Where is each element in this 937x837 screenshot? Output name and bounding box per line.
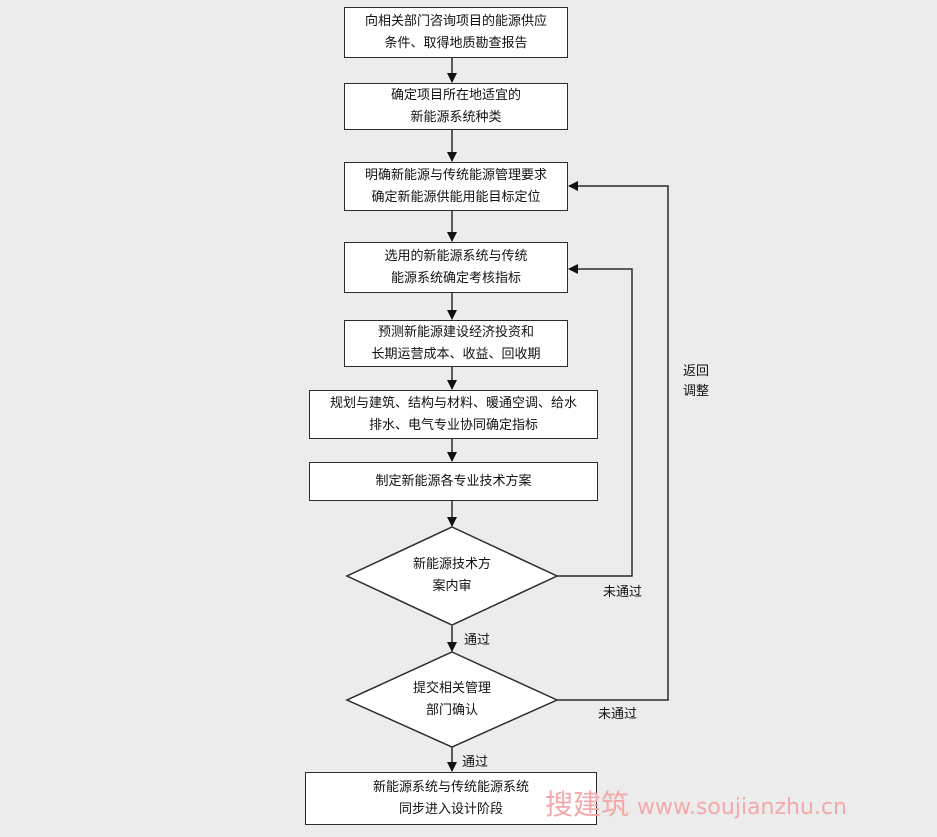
label-return-adjust-1: 返回 [683, 364, 710, 379]
step-determine-energy-types: 确定项目所在地适宜的新能源系统种类 [344, 83, 568, 130]
step-text: 排水、电气专业协同确定指标 [368, 417, 538, 433]
decision-confirm-text: 提交相关管理 部门确认 [392, 678, 512, 722]
decision-diamond-confirm [345, 651, 559, 748]
loop-fail1-to-step4 [557, 264, 633, 577]
step-text: 预测新能源建设经济投资和 [377, 324, 534, 340]
step-text: 长期运营成本、收益、回收期 [371, 346, 541, 362]
decision-diamond-review [345, 526, 559, 626]
watermark: 搜建筑 www.soujianzhu.cn [545, 783, 847, 823]
step-text: 同步进入设计阶段 [398, 801, 503, 817]
step-predict-investment: 预测新能源建设经济投资和长期运营成本、收益、回收期 [344, 320, 568, 367]
step-text: 新能源系统与传统能源系统 [372, 779, 529, 795]
step-text: 明确新能源与传统能源管理要求 [364, 167, 547, 183]
step-consult-energy-supply: 向相关部门咨询项目的能源供应条件、取得地质勘查报告 [344, 7, 568, 58]
decision-text: 新能源技术方 [412, 557, 491, 572]
step-text: 规划与建筑、结构与材料、暖通空调、给水 [329, 395, 577, 411]
step-text: 确定新能源供能用能目标定位 [371, 189, 541, 205]
step-text: 选用的新能源系统与传统 [384, 248, 528, 264]
step-enter-design-phase: 新能源系统与传统能源系统同步进入设计阶段 [305, 772, 597, 825]
step-text: 条件、取得地质勘查报告 [384, 35, 528, 51]
label-fail-confirm: 未通过 [598, 707, 638, 722]
decision-text: 部门确认 [425, 703, 478, 718]
step-coordinate-disciplines: 规划与建筑、结构与材料、暖通空调、给水排水、电气专业协同确定指标 [309, 390, 598, 439]
label-pass-confirm: 通过 [462, 755, 489, 770]
step-text: 能源系统确定考核指标 [390, 270, 521, 286]
decision-review-text: 新能源技术方 案内审 [392, 554, 512, 598]
decision-text: 案内审 [432, 579, 472, 594]
decision-text: 提交相关管理 [412, 681, 491, 696]
label-pass-review: 通过 [464, 633, 491, 648]
watermark-url: www.soujianzhu.cn [637, 795, 847, 820]
step-text: 新能源系统种类 [410, 109, 502, 125]
label-return-adjust-2: 调整 [683, 384, 710, 399]
step-text: 制定新能源各专业技术方案 [375, 473, 532, 489]
watermark-text: 搜建筑 [545, 788, 630, 821]
step-text: 确定项目所在地适宜的 [390, 87, 521, 103]
step-text: 向相关部门咨询项目的能源供应 [364, 13, 547, 29]
step-technical-plan: 制定新能源各专业技术方案 [309, 462, 598, 501]
label-fail-review: 未通过 [603, 585, 643, 600]
loop-fail2-to-step3 [557, 181, 669, 701]
step-assessment-indicators: 选用的新能源系统与传统能源系统确定考核指标 [344, 242, 568, 293]
step-clarify-requirements: 明确新能源与传统能源管理要求确定新能源供能用能目标定位 [344, 162, 568, 211]
